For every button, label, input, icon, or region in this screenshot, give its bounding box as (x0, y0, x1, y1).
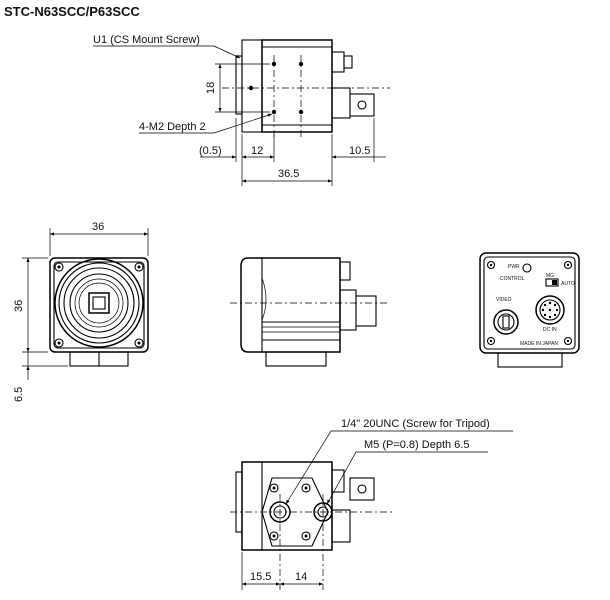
video-bnc[interactable] (493, 309, 519, 335)
camera-body-top (261, 39, 333, 133)
side-connector (355, 295, 377, 327)
dim-height-18: 18 (205, 82, 217, 94)
label-mg: MG (546, 273, 554, 279)
callout-m5-screw: M5 (P=0.8) Depth 6.5 (364, 439, 469, 451)
rear-panel: PWR CONTROL MG AUTO VIDEO DC IN MADE IN … (479, 252, 580, 368)
dc-in-connector[interactable] (535, 295, 565, 325)
dim-length-365: 36.5 (278, 168, 299, 180)
label-control: CONTROL (500, 276, 525, 282)
dim-rear-105: 10.5 (349, 145, 370, 157)
cs-mount-ring (235, 55, 243, 115)
label-auto: AUTO (561, 281, 575, 287)
lens-mount (54, 258, 144, 348)
front-view: 36 36 6.5 (13, 221, 149, 402)
dim-m5-14: 14 (295, 571, 307, 583)
side-view (230, 257, 390, 367)
video-connector (349, 93, 375, 117)
bottom-connector (349, 477, 375, 501)
label-video: VIDEO (496, 297, 512, 303)
side-body (240, 257, 341, 353)
image-sensor (88, 292, 110, 314)
callout-tripod-screw: 1/4" 20UNC (Screw for Tripod) (341, 418, 490, 430)
mg-auto-switch[interactable] (545, 278, 559, 287)
dim-height-36: 36 (13, 300, 25, 312)
dim-tripod-155: 15.5 (250, 571, 271, 583)
label-pwr: PWR (508, 264, 520, 270)
label-dc-in: DC IN (543, 327, 557, 333)
callout-cs-mount: U1 (CS Mount Screw) (93, 34, 200, 46)
callout-m2-holes: 4-M2 Depth 2 (139, 121, 206, 133)
pwr-led (522, 263, 532, 273)
bottom-view: 1/4" 20UNC (Screw for Tripod) M5 (P=0.8)… (230, 418, 513, 590)
label-made-in-japan: MADE IN JAPAN (520, 341, 558, 347)
dim-offset-05: (0.5) (199, 145, 222, 157)
rear-body (479, 252, 580, 354)
dim-tripod-65: 6.5 (13, 387, 25, 402)
dim-width-36: 36 (92, 221, 104, 233)
top-view: U1 (CS Mount Screw) 4-M2 Depth 2 18 (0.5… (93, 34, 390, 186)
dim-front-12: 12 (251, 145, 263, 157)
bottom-body (241, 461, 333, 551)
drawing-title: STC-N63SCC/P63SCC (4, 4, 140, 19)
